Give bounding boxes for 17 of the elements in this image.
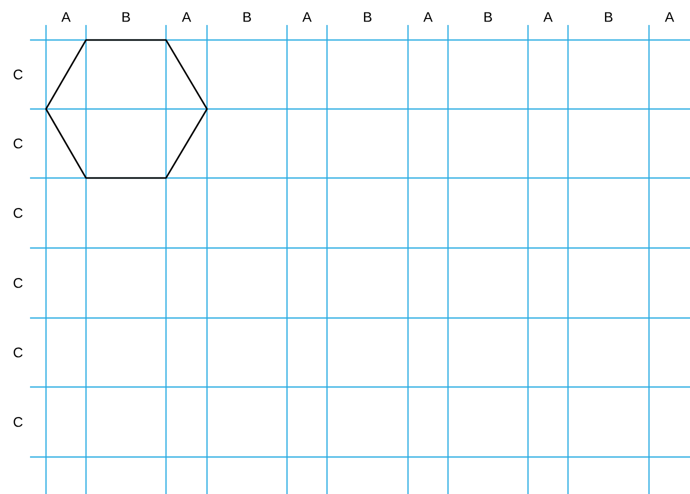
grid-label: B <box>244 12 251 22</box>
grid-label: A <box>423 12 433 22</box>
grid-label: C <box>14 70 23 80</box>
grid-label: A <box>61 12 71 22</box>
grid-label: B <box>364 12 372 22</box>
grid-label: B <box>605 12 612 22</box>
grid-label: A <box>664 12 674 22</box>
grid-label: B <box>122 12 130 22</box>
grid-label: C <box>14 348 23 358</box>
grid-label: B <box>484 12 492 22</box>
grid-label: C <box>14 138 23 148</box>
grid-label: C <box>14 208 23 218</box>
grid-label: A <box>302 12 312 22</box>
grid-label: A <box>543 12 553 22</box>
grid-label: C <box>14 417 23 427</box>
grid-label: A <box>182 12 192 22</box>
grid-label: C <box>14 278 23 288</box>
